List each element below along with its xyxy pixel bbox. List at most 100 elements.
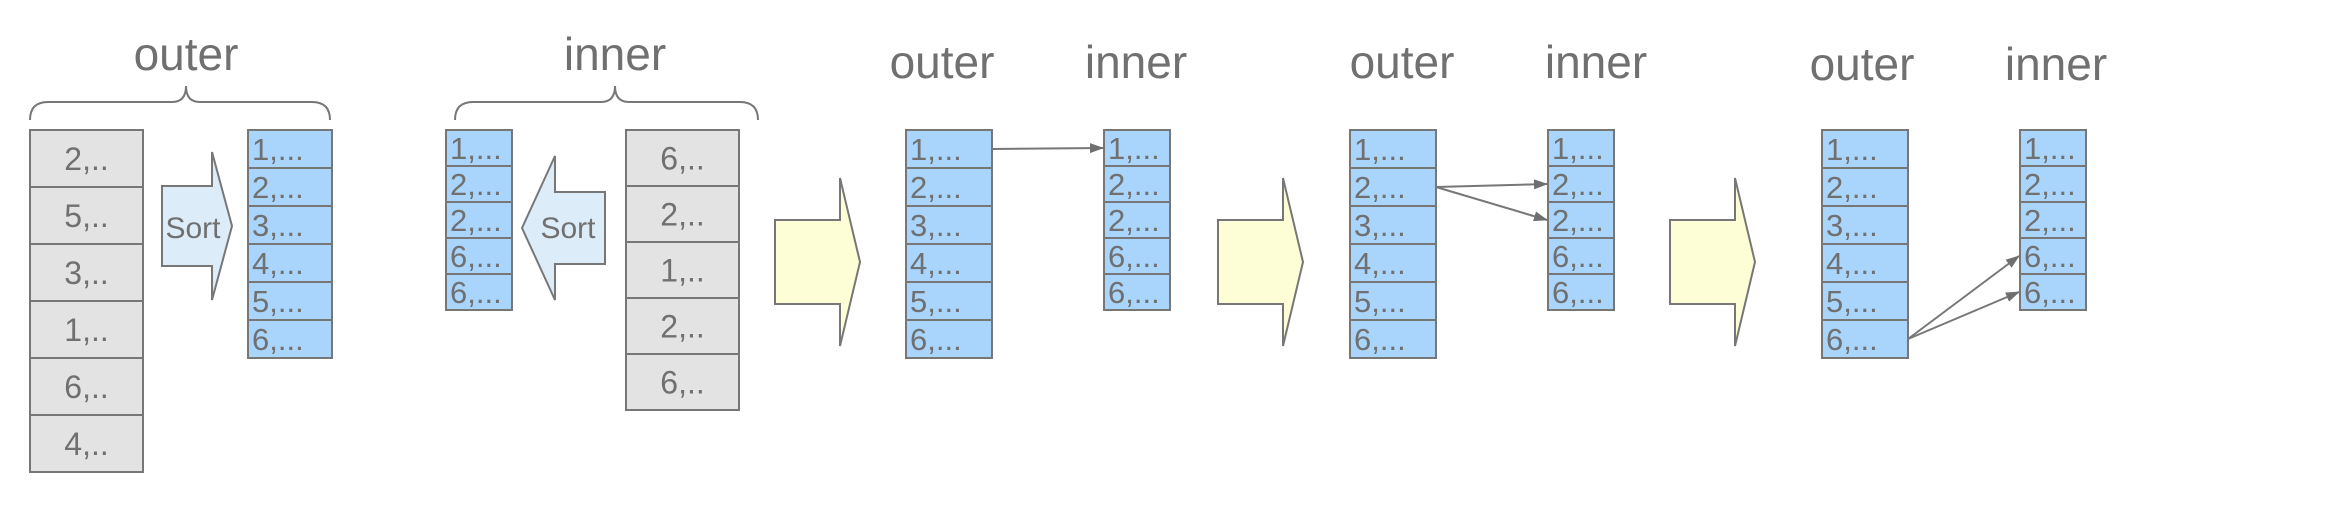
merge1-inner-column: 1,...2,...2,...6,...6,...	[1103, 129, 1171, 311]
merge3-inner-column: 1,...2,...2,...6,...6,...	[2019, 129, 2087, 311]
merge-inner-cell	[2019, 237, 2087, 275]
merge-inner-cell	[1103, 273, 1171, 311]
sorted-outer-cell-text: 3,...	[252, 208, 304, 243]
merge-inner-cell	[1547, 201, 1615, 239]
merge-outer-cell-text: 3,...	[1826, 208, 1878, 243]
sorted-outer-cell-text: 2,...	[252, 170, 304, 205]
merge-outer-cell-text: 6,...	[910, 322, 962, 357]
merge-inner-cell	[1103, 201, 1171, 239]
unsorted-inner-cell	[625, 129, 740, 187]
match-arrow	[1435, 179, 1548, 190]
unsorted-outer-column: 2,..5,..3,..1,..6,..4,..	[29, 129, 144, 473]
merge-inner-cell	[1547, 237, 1615, 275]
sorted-outer-cell-text: 6,...	[252, 322, 304, 357]
sorted-outer-cell	[247, 205, 333, 245]
merge-outer-cell-text: 6,...	[1826, 322, 1878, 357]
merge-inner-cell-text: 6,...	[2024, 275, 2076, 310]
step-arrow-2	[1217, 177, 1305, 347]
merge-inner-cell-text: 2,...	[1108, 203, 1160, 238]
merge-outer-cell-text: 1,...	[1826, 132, 1878, 167]
merge-inner-cell	[1547, 273, 1615, 311]
match-arrow	[1907, 255, 2020, 340]
merge2-links	[1435, 179, 1548, 222]
step4-outer-title: outer	[1810, 38, 1915, 90]
sorted-outer-cell	[247, 129, 333, 169]
merge-outer-cell	[1349, 281, 1437, 321]
merge-outer-cell-text: 4,...	[1354, 246, 1406, 281]
sorted-outer-column: 1,...2,...3,...4,...5,...6,...	[247, 129, 333, 359]
step4-inner-title: inner	[2005, 38, 2107, 90]
unsorted-inner-cell	[625, 353, 740, 411]
merge-outer-cell	[905, 243, 993, 283]
merge1-outer-column: 1,...2,...3,...4,...5,...6,...	[905, 129, 993, 359]
merge-outer-cell	[1821, 205, 1909, 245]
merge3-links	[1907, 255, 2020, 340]
merge-inner-cell-text: 2,...	[1552, 167, 1604, 202]
sorted-outer-cell-text: 1,...	[252, 132, 304, 167]
merge-inner-cell-text: 2,...	[1552, 203, 1604, 238]
unsorted-outer-cell	[29, 186, 144, 245]
sorted-inner-cell	[445, 237, 513, 275]
merge3-outer-column: 1,...2,...3,...4,...5,...6,...	[1821, 129, 1909, 359]
match-arrow	[1907, 291, 2020, 340]
unsorted-outer-cell	[29, 414, 144, 473]
sorted-inner-cell-text: 6,...	[450, 239, 502, 274]
step-arrow-1	[774, 177, 862, 347]
step3-outer-title: outer	[1350, 36, 1455, 88]
sorted-outer-cell	[247, 319, 333, 359]
merge1-links	[991, 143, 1104, 154]
merge-inner-cell	[2019, 165, 2087, 203]
unsorted-outer-cell-text: 2,..	[64, 141, 108, 177]
sorted-outer-cell	[247, 167, 333, 207]
merge-inner-cell-text: 6,...	[1552, 275, 1604, 310]
unsorted-inner-column: 6,..2,..1,..2,..6,..	[625, 129, 740, 411]
unsorted-outer-cell-text: 3,..	[64, 255, 108, 291]
merge-inner-cell-text: 1,...	[1552, 131, 1604, 166]
sorted-outer-cell-text: 4,...	[252, 246, 304, 281]
merge-outer-cell-text: 3,...	[1354, 208, 1406, 243]
match-arrow	[991, 143, 1104, 154]
merge-inner-cell-text: 2,...	[2024, 203, 2076, 238]
merge-outer-cell-text: 6,...	[1354, 322, 1406, 357]
inner-brace	[454, 85, 759, 121]
merge-outer-cell	[1349, 167, 1437, 207]
merge-outer-cell-text: 2,...	[1354, 170, 1406, 205]
merge-inner-cell	[1103, 129, 1171, 167]
merge-outer-cell	[905, 319, 993, 359]
merge-outer-cell	[905, 129, 993, 169]
sort-inner-arrow: Sort	[520, 155, 606, 301]
merge2-outer-column: 1,...2,...3,...4,...5,...6,...	[1349, 129, 1437, 359]
merge-inner-cell-text: 6,...	[2024, 239, 2076, 274]
sort-outer-arrow: Sort	[161, 151, 234, 301]
step1-outer-title: outer	[134, 28, 239, 80]
unsorted-inner-cell-text: 1,..	[660, 253, 704, 289]
sort-outer-label: Sort	[165, 212, 221, 245]
sorted-inner-cell-text: 1,...	[450, 131, 502, 166]
sorted-inner-cell	[445, 129, 513, 167]
merge-inner-cell	[1547, 165, 1615, 203]
sorted-outer-cell	[247, 281, 333, 321]
merge-outer-cell-text: 5,...	[1354, 284, 1406, 319]
sorted-inner-cell-text: 2,...	[450, 167, 502, 202]
step2-outer-title: outer	[890, 36, 995, 88]
sorted-inner-cell	[445, 273, 513, 311]
unsorted-outer-cell	[29, 129, 144, 188]
sorted-inner-column: 1,...2,...2,...6,...6,...	[445, 129, 513, 311]
merge-outer-cell-text: 1,...	[910, 132, 962, 167]
merge-outer-cell-text: 5,...	[1826, 284, 1878, 319]
merge-outer-cell-text: 4,...	[910, 246, 962, 281]
unsorted-outer-cell-text: 4,..	[64, 426, 108, 462]
unsorted-inner-cell-text: 6,..	[660, 365, 704, 401]
step-arrow-3	[1669, 177, 1757, 347]
merge-outer-cell-text: 4,...	[1826, 246, 1878, 281]
merge-outer-cell-text: 2,...	[910, 170, 962, 205]
unsorted-outer-cell-text: 1,..	[64, 312, 108, 348]
unsorted-outer-cell-text: 5,..	[64, 198, 108, 234]
merge-outer-cell-text: 2,...	[1826, 170, 1878, 205]
sorted-inner-cell-text: 6,...	[450, 275, 502, 310]
merge-outer-cell-text: 1,...	[1354, 132, 1406, 167]
merge-outer-cell	[1821, 319, 1909, 359]
merge-inner-cell	[1103, 237, 1171, 275]
merge-outer-cell	[1349, 243, 1437, 283]
